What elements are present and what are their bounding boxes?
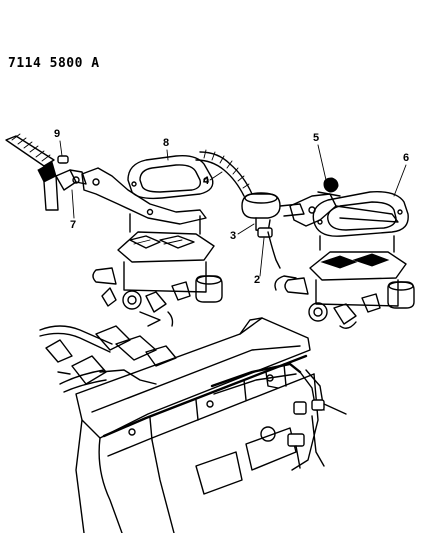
clip-5 <box>317 177 341 197</box>
callout-4: 4 <box>203 171 223 187</box>
engine-valve-cover <box>75 317 315 457</box>
right-carburetor <box>274 235 415 329</box>
callout-2: 2 <box>254 237 265 286</box>
right-bracket <box>289 193 399 227</box>
callout-label-4: 4 <box>203 175 210 187</box>
engine-block <box>75 373 319 534</box>
callout-label-3: 3 <box>230 230 236 242</box>
callout-label-6: 6 <box>403 152 409 164</box>
left-support-bracket <box>81 167 207 225</box>
callout-label-2: 2 <box>254 274 260 286</box>
callout-3: 3 <box>230 223 255 242</box>
callout-label-5: 5 <box>313 132 319 144</box>
left-carburetor <box>92 213 223 327</box>
callout-label-9: 9 <box>54 128 60 140</box>
drawing-code: 7114 5800 A <box>8 56 100 71</box>
callout-label-8: 8 <box>163 137 169 149</box>
right-gasket-6 <box>312 191 409 237</box>
left-air-duct-hose <box>5 133 59 211</box>
callout-5: 5 <box>313 132 327 181</box>
callout-8: 8 <box>163 137 169 161</box>
throttle-hose-4 <box>195 149 253 197</box>
callout-6: 6 <box>393 152 409 197</box>
left-gasket-8 <box>127 154 214 200</box>
callout-9: 9 <box>54 128 63 157</box>
engine-hoses-and-lines <box>39 325 347 469</box>
callout-7: 7 <box>70 189 76 231</box>
control-valve-3 <box>241 192 305 269</box>
callout-label-7: 7 <box>70 219 76 231</box>
left-vacuum-fitting <box>55 155 87 191</box>
